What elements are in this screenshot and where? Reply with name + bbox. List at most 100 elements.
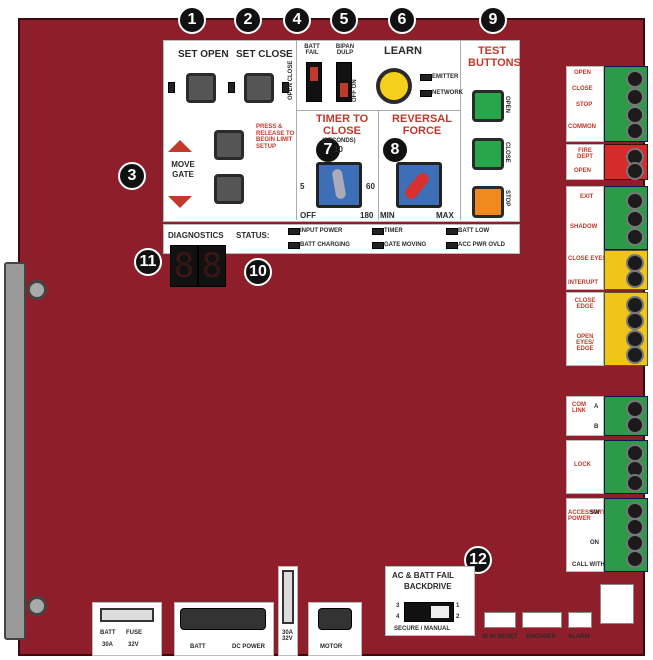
test-open-button[interactable] <box>472 90 504 122</box>
backdrive-4: 4 <box>396 614 400 620</box>
fire-open-label: OPEN <box>574 168 592 174</box>
lock-label: LOCK <box>574 462 591 468</box>
bipan-switch[interactable] <box>336 62 352 102</box>
badge-11: 11 <box>134 248 162 276</box>
badge-2: 2 <box>234 6 262 34</box>
vertical-fuse[interactable] <box>282 570 294 624</box>
badge-8: 8 <box>381 136 409 164</box>
diagnostics-label: DIAGNOSTICS <box>168 231 224 240</box>
secure-manual-label: SECURE / MANUAL <box>394 626 451 632</box>
input-power-led <box>288 228 300 235</box>
reversal-force-dial[interactable] <box>396 162 442 208</box>
network-led <box>420 90 432 97</box>
bipan-dulp-label: BIPAN DULP <box>335 44 355 56</box>
batt-fail-switch[interactable] <box>306 62 322 102</box>
batt-charging-led <box>288 242 300 249</box>
timer-10-label: 10 <box>334 145 343 154</box>
set-open-button[interactable] <box>186 73 216 103</box>
term-close-label: CLOSE <box>572 86 593 92</box>
term-screw-close[interactable] <box>626 88 644 106</box>
open-close-side-label: OPEN CLOSE <box>288 60 294 100</box>
backdrive-label: BACKDRIVE <box>404 582 452 591</box>
term-screw-exit[interactable] <box>626 192 644 210</box>
interupt-label: INTERUPT <box>568 280 598 286</box>
test-stop-button[interactable] <box>472 186 504 218</box>
term-screw-close-edge-2[interactable] <box>626 312 644 330</box>
term-screw-shadow-1[interactable] <box>626 210 644 228</box>
badge-5: 5 <box>330 6 358 34</box>
panel-divider-2 <box>460 40 461 220</box>
alarm-label: ALARM <box>568 634 590 640</box>
terminal-label-strip-2 <box>566 144 604 180</box>
terminal-label-strip-6 <box>566 440 604 494</box>
term-screw-common[interactable] <box>626 122 644 140</box>
set-close-led-2 <box>282 82 289 93</box>
mounting-bracket <box>4 262 26 640</box>
batt-fuse-label-b: FUSE <box>126 630 143 636</box>
term-screw-lock-3[interactable] <box>626 474 644 492</box>
batt-connector-label: BATT <box>190 644 206 650</box>
batt-fuse-32v: 32V <box>128 642 139 648</box>
seconds-label: (SECONDS) <box>322 138 356 144</box>
shadow-label: SHADOW <box>570 224 598 230</box>
set-close-label: SET CLOSE <box>236 49 293 60</box>
id-in-reset-header[interactable] <box>484 612 516 628</box>
term-screw-open-edge-2[interactable] <box>626 346 644 364</box>
set-close-button[interactable] <box>244 73 274 103</box>
test-open-label: OPEN <box>504 96 510 114</box>
timer-led <box>372 228 384 235</box>
term-screw-fire-2[interactable] <box>626 162 644 180</box>
close-edge-label: CLOSE EDGE <box>574 298 596 310</box>
timer-label: TIMER <box>384 228 403 234</box>
panel-divider-4 <box>378 110 379 220</box>
term-screw-com-b[interactable] <box>626 416 644 434</box>
batt-connector[interactable] <box>180 608 266 630</box>
fire-dept-label: FIRE DEPT <box>576 148 593 160</box>
aux-header[interactable] <box>600 584 634 624</box>
diagnostic-digit-1: 8 <box>170 245 198 287</box>
learn-label: LEARN <box>384 45 422 57</box>
term-screw-acc-4[interactable] <box>626 550 644 568</box>
move-gate-up-button[interactable] <box>214 130 244 160</box>
panel-divider-1 <box>296 40 297 220</box>
move-gate-down-button[interactable] <box>214 174 244 204</box>
learn-button[interactable] <box>376 68 412 104</box>
term-screw-shadow-2[interactable] <box>626 228 644 246</box>
terminal-label-strip-3 <box>566 186 604 290</box>
alarm-header[interactable] <box>568 612 592 628</box>
timer-off-label: OFF <box>300 211 316 220</box>
batt-fail-label: BATT FAIL <box>304 44 320 56</box>
term-common-label: COMMON <box>568 124 596 130</box>
test-close-button[interactable] <box>472 138 504 170</box>
backdrive-panel <box>385 566 475 636</box>
com-b-label: B <box>594 424 599 430</box>
backdrive-switch[interactable] <box>404 602 454 622</box>
reversal-force-label: REVERSAL FORCE <box>392 113 452 137</box>
emitter-led <box>420 74 432 81</box>
term-screw-interupt[interactable] <box>626 270 644 288</box>
badge-3: 3 <box>118 162 146 190</box>
term-screw-open[interactable] <box>626 70 644 88</box>
vertical-fuse-label: 30A 32V <box>282 630 293 642</box>
encoder-header[interactable] <box>522 612 562 628</box>
move-gate-up-icon[interactable] <box>168 140 192 152</box>
batt-charging-label: BATT CHARGING <box>300 242 350 248</box>
acc-pwr-ovld-label: ACC PWR OVLD <box>458 242 505 248</box>
test-buttons-label: TEST BUTTONS <box>468 45 521 69</box>
bracket-bolt-top <box>27 280 47 300</box>
id-in-reset-label: ID IN RESET <box>482 634 518 640</box>
batt-low-led <box>446 228 458 235</box>
timer-to-close-dial[interactable] <box>316 162 362 208</box>
move-gate-down-icon[interactable] <box>168 196 192 208</box>
batt-fuse-30a: 30A <box>102 642 114 648</box>
max-label: MAX <box>436 211 454 220</box>
test-stop-label: STOP <box>504 190 510 207</box>
backdrive-1: 1 <box>456 603 460 609</box>
batt-fuse[interactable] <box>100 608 154 622</box>
gate-moving-led <box>372 242 384 249</box>
timer-5-label: 5 <box>300 182 305 191</box>
motor-connector[interactable] <box>318 608 352 630</box>
press-release-note: PRESS & RELEASE TO BEGIN LIMIT SETUP <box>256 124 295 150</box>
min-label: MIN <box>380 211 395 220</box>
accessory-power-label: ACCESSORY POWER <box>568 510 606 522</box>
